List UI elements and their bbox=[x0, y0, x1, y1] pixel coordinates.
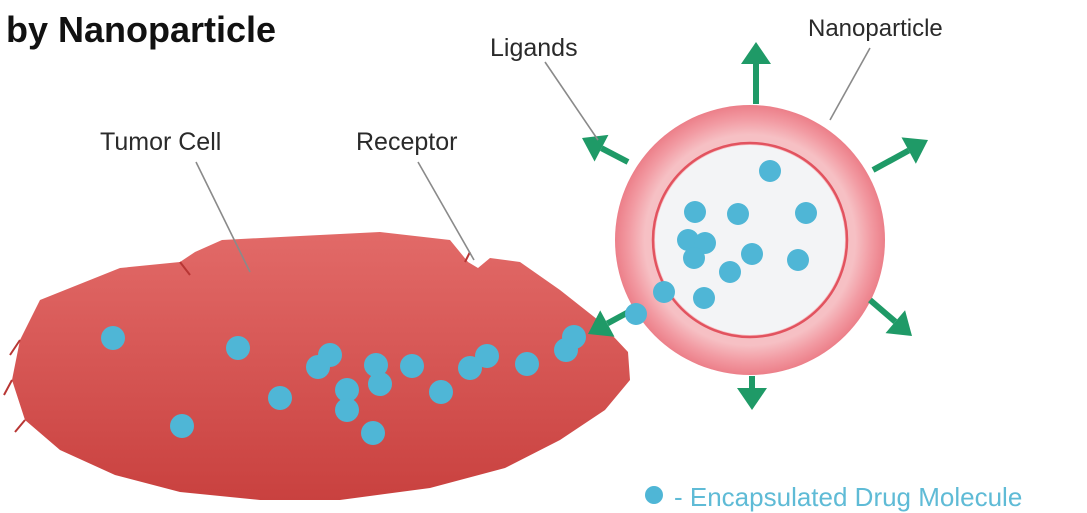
drug-molecule bbox=[719, 261, 741, 283]
ligands-label: Ligands bbox=[490, 34, 578, 62]
tumor-cell-label: Tumor Cell bbox=[100, 128, 221, 156]
drug-molecule bbox=[368, 372, 392, 396]
receptor-label: Receptor bbox=[356, 128, 457, 156]
legend-drug-dot bbox=[645, 486, 663, 504]
drug-molecule bbox=[625, 303, 647, 325]
drug-molecule bbox=[562, 325, 586, 349]
legend-text: - Encapsulated Drug Molecule bbox=[674, 482, 1022, 512]
drug-molecule bbox=[335, 398, 359, 422]
drug-molecule bbox=[101, 326, 125, 350]
ligand-arrow-head bbox=[741, 42, 771, 64]
legend: - Encapsulated Drug Molecule bbox=[645, 482, 1022, 512]
ligand-arrow-shaft bbox=[602, 148, 628, 162]
drug-molecule bbox=[741, 243, 763, 265]
drug-molecule bbox=[226, 336, 250, 360]
drug-molecule bbox=[170, 414, 194, 438]
nanoparticle-label: Nanoparticle bbox=[808, 15, 943, 42]
ligand-arrow-head bbox=[737, 388, 767, 410]
drug-molecule bbox=[429, 380, 453, 404]
drug-molecule bbox=[318, 343, 342, 367]
ligands-leader-line bbox=[545, 62, 598, 140]
drug-molecule bbox=[795, 202, 817, 224]
drug-molecule bbox=[653, 281, 675, 303]
drug-molecule bbox=[475, 344, 499, 368]
drug-molecule bbox=[759, 160, 781, 182]
drug-molecule bbox=[693, 287, 715, 309]
drug-molecule bbox=[400, 354, 424, 378]
drug-molecule bbox=[268, 386, 292, 410]
drug-molecule bbox=[727, 203, 749, 225]
drug-molecule bbox=[787, 249, 809, 271]
drug-molecule bbox=[515, 352, 539, 376]
drug-molecule bbox=[684, 201, 706, 223]
ligand-arrow-shaft bbox=[873, 151, 909, 170]
ligand-arrow-shaft bbox=[870, 300, 895, 322]
nanoparticle bbox=[615, 105, 885, 375]
diagram-title: by Nanoparticle bbox=[6, 9, 276, 50]
drug-molecule bbox=[361, 421, 385, 445]
drug-molecule bbox=[683, 247, 705, 269]
nanoparticle-leader-line bbox=[830, 48, 870, 120]
